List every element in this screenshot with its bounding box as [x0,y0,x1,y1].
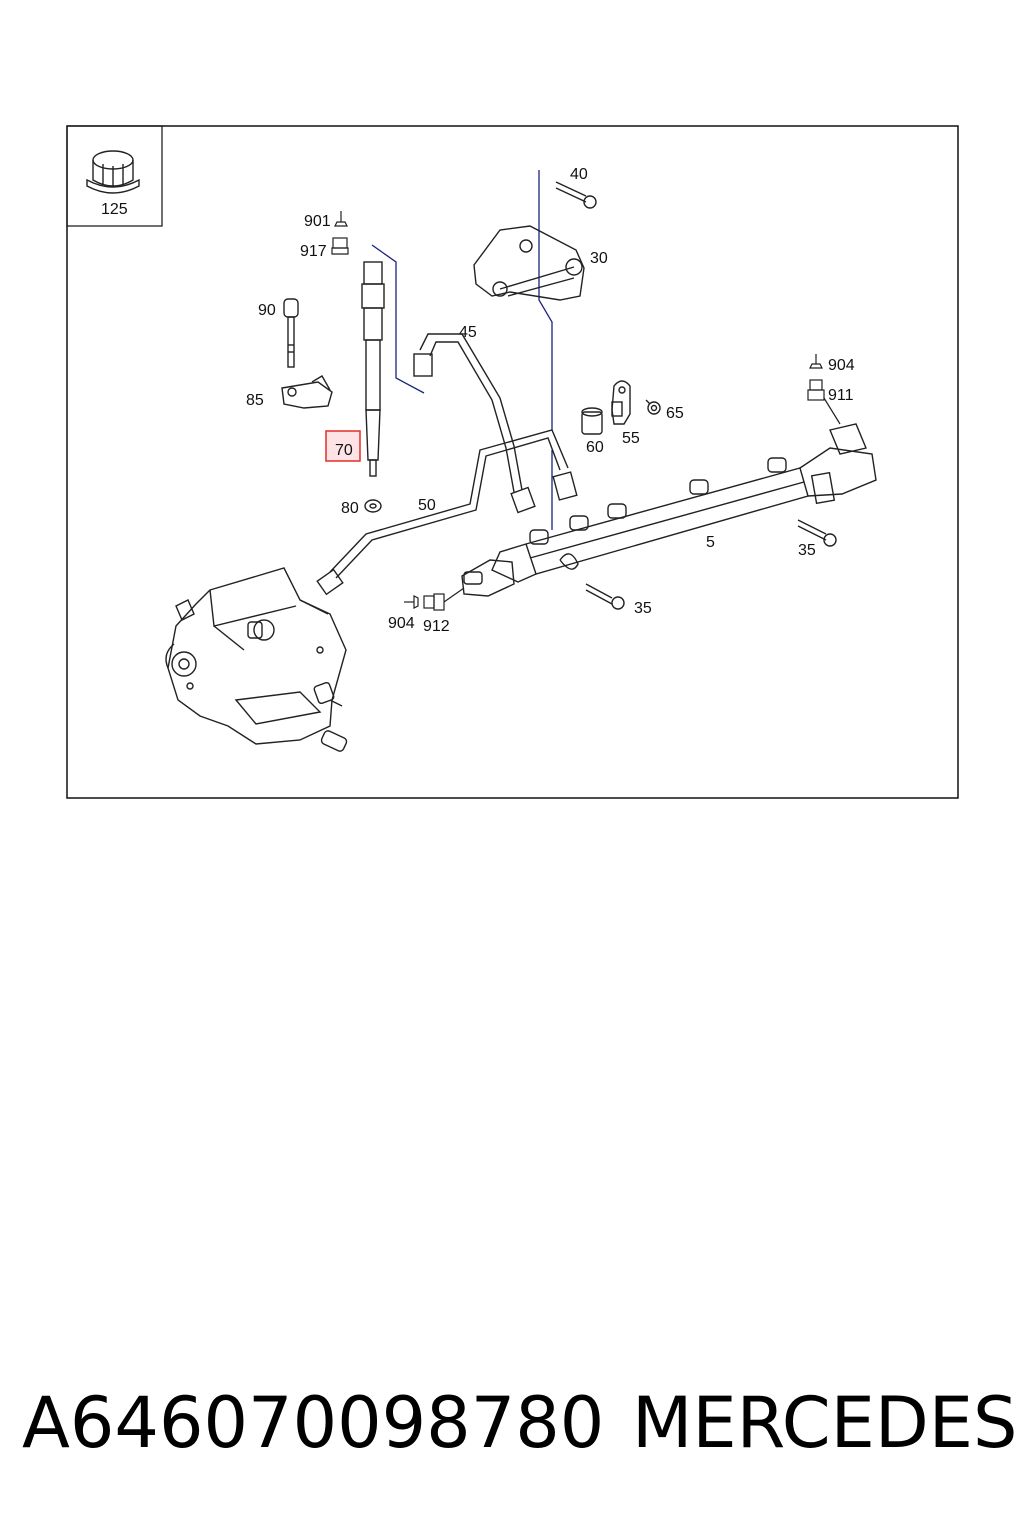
callout-901[interactable]: 901 [304,213,331,230]
sensor-connector-part[interactable] [461,559,515,597]
fuel-rail-part[interactable] [491,423,877,583]
callout-904-bottom[interactable]: 904 [388,615,415,632]
callout-60[interactable]: 60 [586,439,604,456]
callout-55[interactable]: 55 [622,430,640,447]
fuel-line-45-part[interactable] [413,333,536,514]
part-number: A646070098780 [22,1382,605,1464]
bolt-35-lower-icon[interactable] [585,583,625,610]
bracket-55-icon[interactable] [611,380,631,425]
callout-70[interactable]: 70 [335,442,353,459]
callout-80[interactable]: 80 [341,500,359,517]
callout-50[interactable]: 50 [418,497,436,514]
sleeve-60-icon[interactable] [581,407,603,435]
cap-symbol-904b-icon [404,595,419,609]
callout-912[interactable]: 912 [423,618,450,635]
callout-35-lower[interactable]: 35 [634,600,652,617]
callout-904-top[interactable]: 904 [828,357,855,374]
cap-symbol-917-icon [331,237,349,255]
connector-911-icon [807,379,841,425]
clamp-part[interactable] [281,375,333,409]
brand-name: MERCEDES [632,1382,1018,1464]
callout-125[interactable]: 125 [101,201,128,218]
bolt-35-upper-icon[interactable] [797,519,837,547]
nut-65-icon[interactable] [645,399,661,415]
fuel-pump-part[interactable] [165,567,348,752]
bolt-90-icon[interactable] [283,298,299,368]
callout-30[interactable]: 30 [590,250,608,267]
connector-912-icon [423,587,465,611]
callout-911[interactable]: 911 [828,387,854,404]
callout-85[interactable]: 85 [246,392,264,409]
cap-icon [86,150,140,194]
callout-917[interactable]: 917 [300,243,327,260]
cap-symbol-904-icon [809,354,823,369]
injector-part[interactable] [361,261,385,477]
parts-diagram: 125 40 30 901 917 [66,125,959,799]
callout-45[interactable]: 45 [459,324,477,341]
leader-lines [371,170,553,530]
cap-symbol-901-icon [334,211,348,227]
diagram-frame [66,125,959,799]
fuel-line-50-part[interactable] [316,429,578,596]
callout-5[interactable]: 5 [706,534,715,551]
callout-35-upper[interactable]: 35 [798,542,816,559]
inset-box [66,125,163,227]
callout-40[interactable]: 40 [570,166,588,183]
callout-90[interactable]: 90 [258,302,276,319]
bracket-part[interactable] [473,225,585,301]
washer-80-icon[interactable] [364,499,382,513]
bolt-40-icon[interactable] [555,181,597,209]
highlight-box-70 [325,430,361,462]
callout-65[interactable]: 65 [666,405,684,422]
